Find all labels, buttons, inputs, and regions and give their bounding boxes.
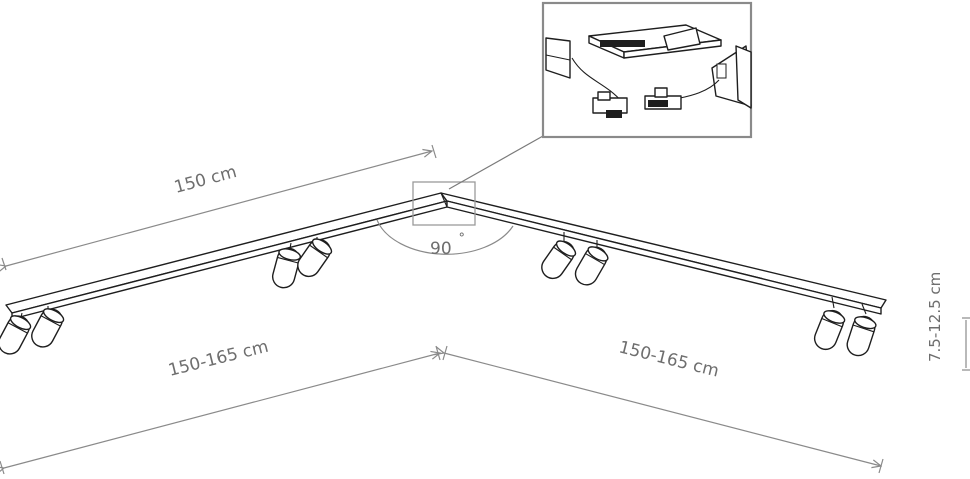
corner-angle-indicator: 90 ˚: [376, 219, 514, 259]
connector-detail-callout: [412, 1, 753, 226]
spotlight: [269, 245, 303, 291]
spotlight-group-right-end: [810, 296, 879, 360]
degree-symbol: ˚: [458, 232, 466, 250]
spotlight-group-left-mid: [269, 234, 336, 291]
spotlight: [810, 306, 848, 354]
spotlight-group-left-end: [0, 304, 67, 359]
spotlight: [570, 242, 612, 290]
connector-detail-drawing: [545, 24, 752, 118]
spotlight: [0, 311, 34, 359]
track-rail: [5, 192, 887, 320]
dimension-height: 7.5-12.5 cm: [926, 272, 970, 371]
top-rail-length-label: 150 cm: [172, 162, 239, 198]
corner-angle-value: 90: [430, 239, 452, 259]
spotlight: [843, 312, 879, 360]
left-span-label: 150-165 cm: [166, 337, 270, 381]
spotlight: [536, 236, 580, 284]
spotlight-group-right-mid: [536, 232, 612, 290]
dimension-right-span: 150-165 cm: [443, 337, 884, 474]
right-span-label: 150-165 cm: [617, 337, 721, 381]
height-range-label: 7.5-12.5 cm: [926, 272, 944, 362]
dimension-left-span: 150-165 cm: [0, 337, 440, 474]
